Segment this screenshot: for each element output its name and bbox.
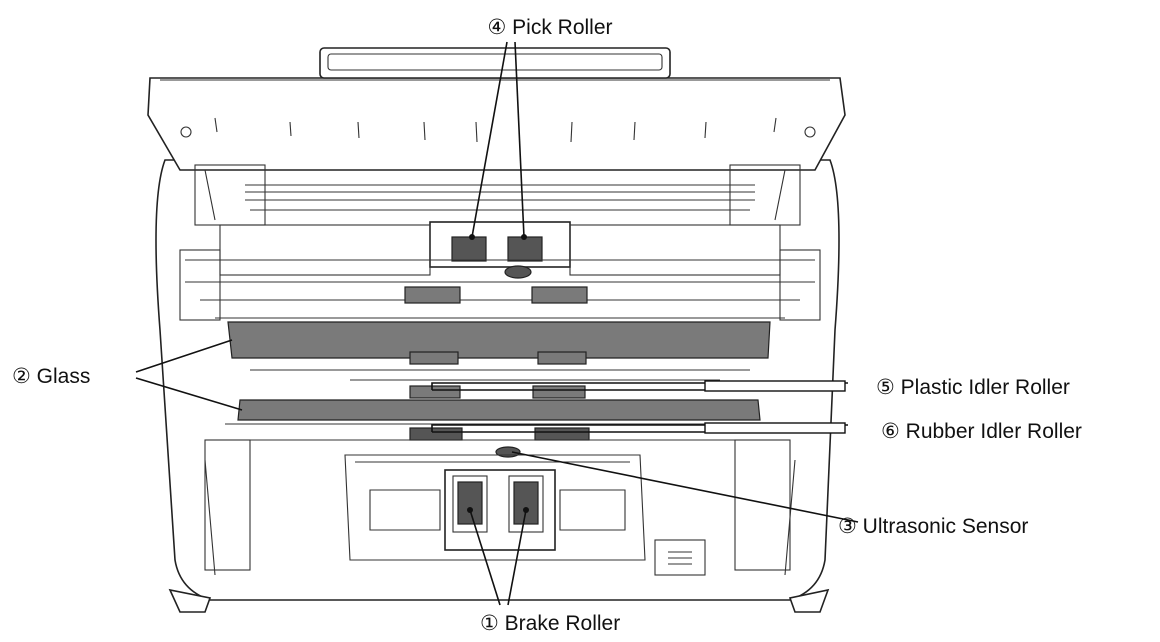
pick-roller-right	[507, 236, 543, 262]
feed-roller-2-left	[409, 351, 459, 365]
label-rubber-idler-roller: ⑥ Rubber Idler Roller	[881, 420, 1082, 443]
leader-lines	[135, 41, 859, 606]
brake-roller-right	[513, 481, 539, 525]
brake-roller-left	[457, 481, 483, 525]
scanner-body	[147, 47, 846, 613]
label-glass: ② Glass	[12, 365, 90, 388]
label-pick-roller: ④ Pick Roller	[487, 16, 612, 39]
cover-slots	[214, 117, 777, 143]
feed-roller-2-right	[537, 351, 587, 365]
glass-upper	[227, 321, 771, 359]
top-cover	[147, 77, 846, 171]
left-foot	[168, 588, 212, 613]
feed-roller-left	[404, 286, 461, 304]
leader-glass-lower	[135, 377, 243, 411]
cover-handle	[319, 47, 671, 79]
label-ultrasonic-sensor: ③ Ultrasonic Sensor	[838, 515, 1028, 538]
plastic-idler-right	[532, 385, 586, 399]
glass-lower	[237, 399, 761, 421]
label-brake-roller: ① Brake Roller	[480, 612, 620, 635]
cover-handle-inner	[327, 53, 663, 71]
plastic-idler-left	[409, 385, 461, 399]
upper-rails	[194, 164, 801, 226]
brake-roller-assembly	[444, 469, 556, 551]
lower-chute	[204, 439, 796, 576]
feed-roller-right	[531, 286, 588, 304]
leader-pick-left	[471, 41, 508, 238]
pick-roller-left	[451, 236, 487, 262]
leader-pick-right	[514, 41, 525, 238]
mid-frame	[179, 224, 821, 321]
cover-screw-left	[180, 126, 192, 138]
right-foot	[788, 588, 830, 613]
leader-brake-left	[469, 509, 501, 606]
pick-sensor	[504, 265, 532, 279]
leader-ultrasonic	[511, 451, 859, 523]
leader-brake-right	[507, 509, 527, 606]
cover-screw-right	[804, 126, 816, 138]
label-plastic-idler-roller: ⑤ Plastic Idler Roller	[876, 376, 1070, 399]
leader-glass-upper	[135, 339, 233, 373]
rubber-idler-right	[534, 427, 590, 441]
rubber-idler-left	[409, 427, 463, 441]
